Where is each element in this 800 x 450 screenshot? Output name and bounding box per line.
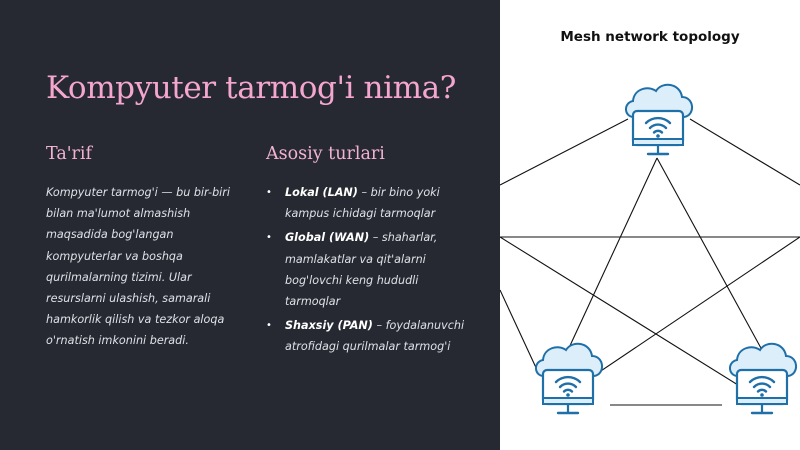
link-line [500,289,539,373]
network-node [528,338,608,418]
cloud-computer-wifi-icon [729,342,797,415]
type-label: Shaxsiy (PAN) [285,319,373,333]
cloud-computer-wifi-icon [535,342,603,415]
diagram-panel: Mesh network topology [500,0,800,450]
type-label: Lokal (LAN) [285,186,358,199]
bullet-icon: • [266,187,272,198]
type-desc: – shaharlar, mamlakatlar va qit'alarni b… [285,231,438,309]
definition-text: Kompyuter tarmog'i — bu bir-biri bilan m… [46,186,230,348]
type-desc: – bir bino yoki kampus ichidagi tarmoqla… [285,186,440,221]
link-line [579,236,800,386]
type-label: Global (WAN) [285,231,370,245]
diagram-title: Mesh network topology [560,29,740,45]
cloud-computer-wifi-icon [625,83,693,156]
link-line [500,236,739,386]
types-heading: Asosiy turlari [266,144,385,164]
bullet-icon: • [266,232,272,244]
mesh-links [500,118,800,406]
link-line [689,118,800,186]
link-line [500,118,629,186]
network-node [618,79,698,159]
definition-heading: Ta'rif [46,144,92,164]
slide-title: Kompyuter tarmog'i nima? [46,70,456,106]
link-line [567,157,658,351]
network-node [722,338,800,418]
link-line [656,157,763,351]
bullet-icon: • [266,320,272,332]
list-item: • Lokal (LAN) – bir bino yoki kampus ichi… [266,182,476,224]
type-desc: – foydalanuvchi atrofidagi qurilmalar ta… [285,319,465,354]
types-list: • Lokal (LAN) – bir bino yoki kampus ichi… [266,182,476,361]
list-item: • Global (WAN) – shaharlar, mamlakatlar v… [266,227,476,312]
list-item: • Shaxsiy (PAN) – foydalanuvchi atrofidag… [266,315,476,357]
text-panel: Kompyuter tarmog'i nima? Ta'rif Kompyute… [46,70,476,361]
